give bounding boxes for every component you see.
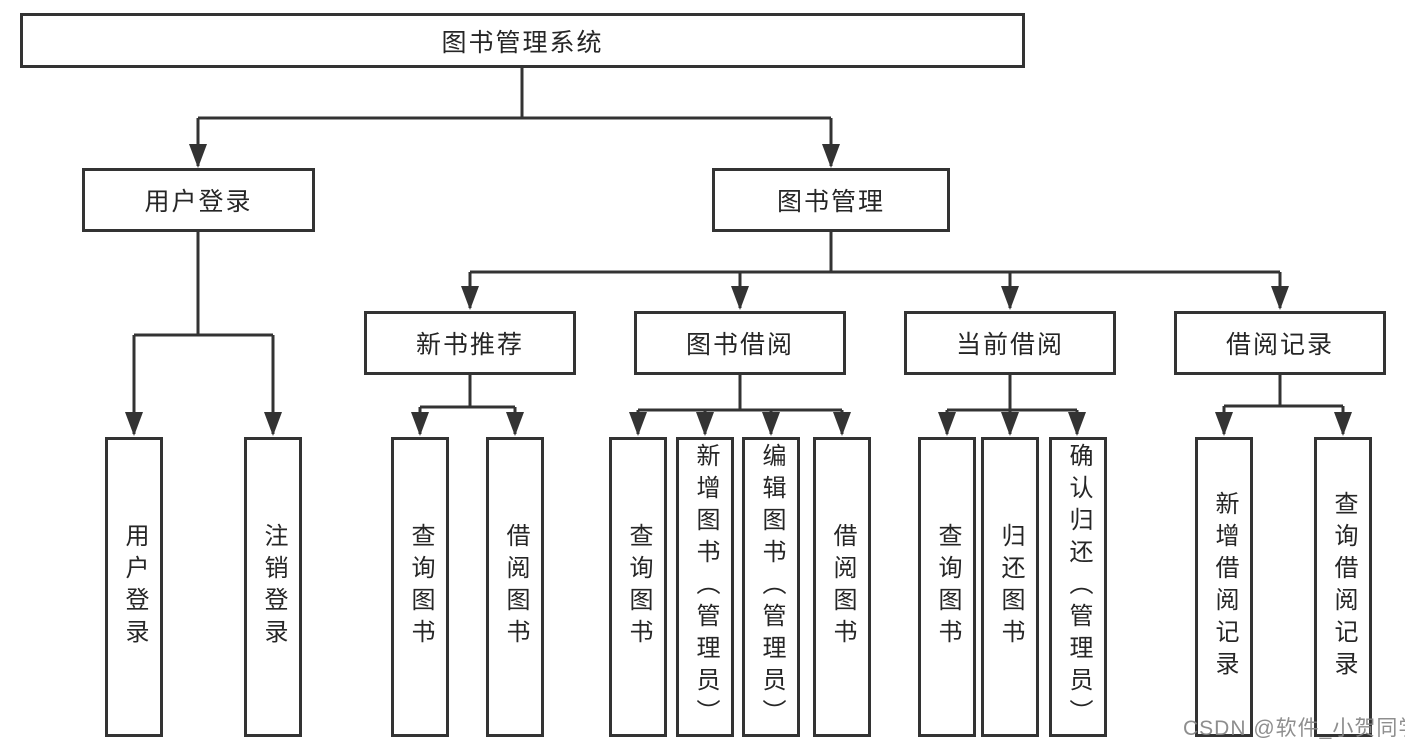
leaf-query-borrow-record: 查询借阅记录	[1314, 437, 1372, 737]
leaf-user-login: 用户登录	[105, 437, 163, 737]
leaf-add-book-admin-label: 新增图书（管理员）	[692, 443, 719, 731]
leaf-return-book: 归还图书	[981, 437, 1039, 737]
leaf-add-borrow-record: 新增借阅记录	[1195, 437, 1253, 737]
leaf-edit-book-admin: 编辑图书（管理员）	[742, 437, 800, 737]
leaf-logout: 注销登录	[244, 437, 302, 737]
node-book-management-label: 图书管理	[776, 188, 885, 216]
leaf-query-books-recommend-label: 查询图书	[407, 523, 434, 651]
node-book-borrow: 图书借阅	[634, 311, 846, 375]
leaf-confirm-return-admin: 确认归还（管理员）	[1049, 437, 1107, 737]
leaf-edit-book-admin-label: 编辑图书（管理员）	[758, 443, 785, 731]
node-current-borrow-label: 当前借阅	[955, 331, 1064, 359]
node-new-book-recommend: 新书推荐	[364, 311, 576, 375]
leaf-add-borrow-record-label: 新增借阅记录	[1211, 491, 1238, 683]
leaf-query-books-borrow: 查询图书	[609, 437, 667, 737]
leaf-borrow-books-2-label: 借阅图书	[829, 523, 856, 651]
leaf-query-books-current: 查询图书	[918, 437, 976, 737]
leaf-logout-label: 注销登录	[260, 523, 287, 651]
leaf-confirm-return-admin-label: 确认归还（管理员）	[1065, 443, 1092, 731]
node-user-login-label: 用户登录	[144, 188, 253, 216]
leaf-borrow-books-2: 借阅图书	[813, 437, 871, 737]
leaf-query-borrow-record-label: 查询借阅记录	[1330, 491, 1357, 683]
node-book-management: 图书管理	[712, 168, 950, 232]
leaf-borrow-books-recommend: 借阅图书	[486, 437, 544, 737]
leaf-query-books-current-label: 查询图书	[934, 523, 961, 651]
node-current-borrow: 当前借阅	[904, 311, 1116, 375]
leaf-borrow-books-recommend-label: 借阅图书	[502, 523, 529, 651]
node-borrow-records: 借阅记录	[1174, 311, 1386, 375]
leaf-return-book-label: 归还图书	[997, 523, 1024, 651]
node-user-login: 用户登录	[82, 168, 315, 232]
leaf-query-books-borrow-label: 查询图书	[625, 523, 652, 651]
leaf-query-books-recommend: 查询图书	[391, 437, 449, 737]
leaf-add-book-admin: 新增图书（管理员）	[676, 437, 734, 737]
node-new-book-recommend-label: 新书推荐	[415, 331, 524, 359]
node-book-borrow-label: 图书借阅	[685, 331, 794, 359]
node-root: 图书管理系统	[20, 13, 1025, 68]
leaf-user-login-label: 用户登录	[121, 523, 148, 651]
node-borrow-records-label: 借阅记录	[1225, 331, 1334, 359]
node-root-label: 图书管理系统	[441, 28, 604, 57]
csdn-watermark: CSDN @软件_小贺同学	[1183, 717, 1405, 740]
